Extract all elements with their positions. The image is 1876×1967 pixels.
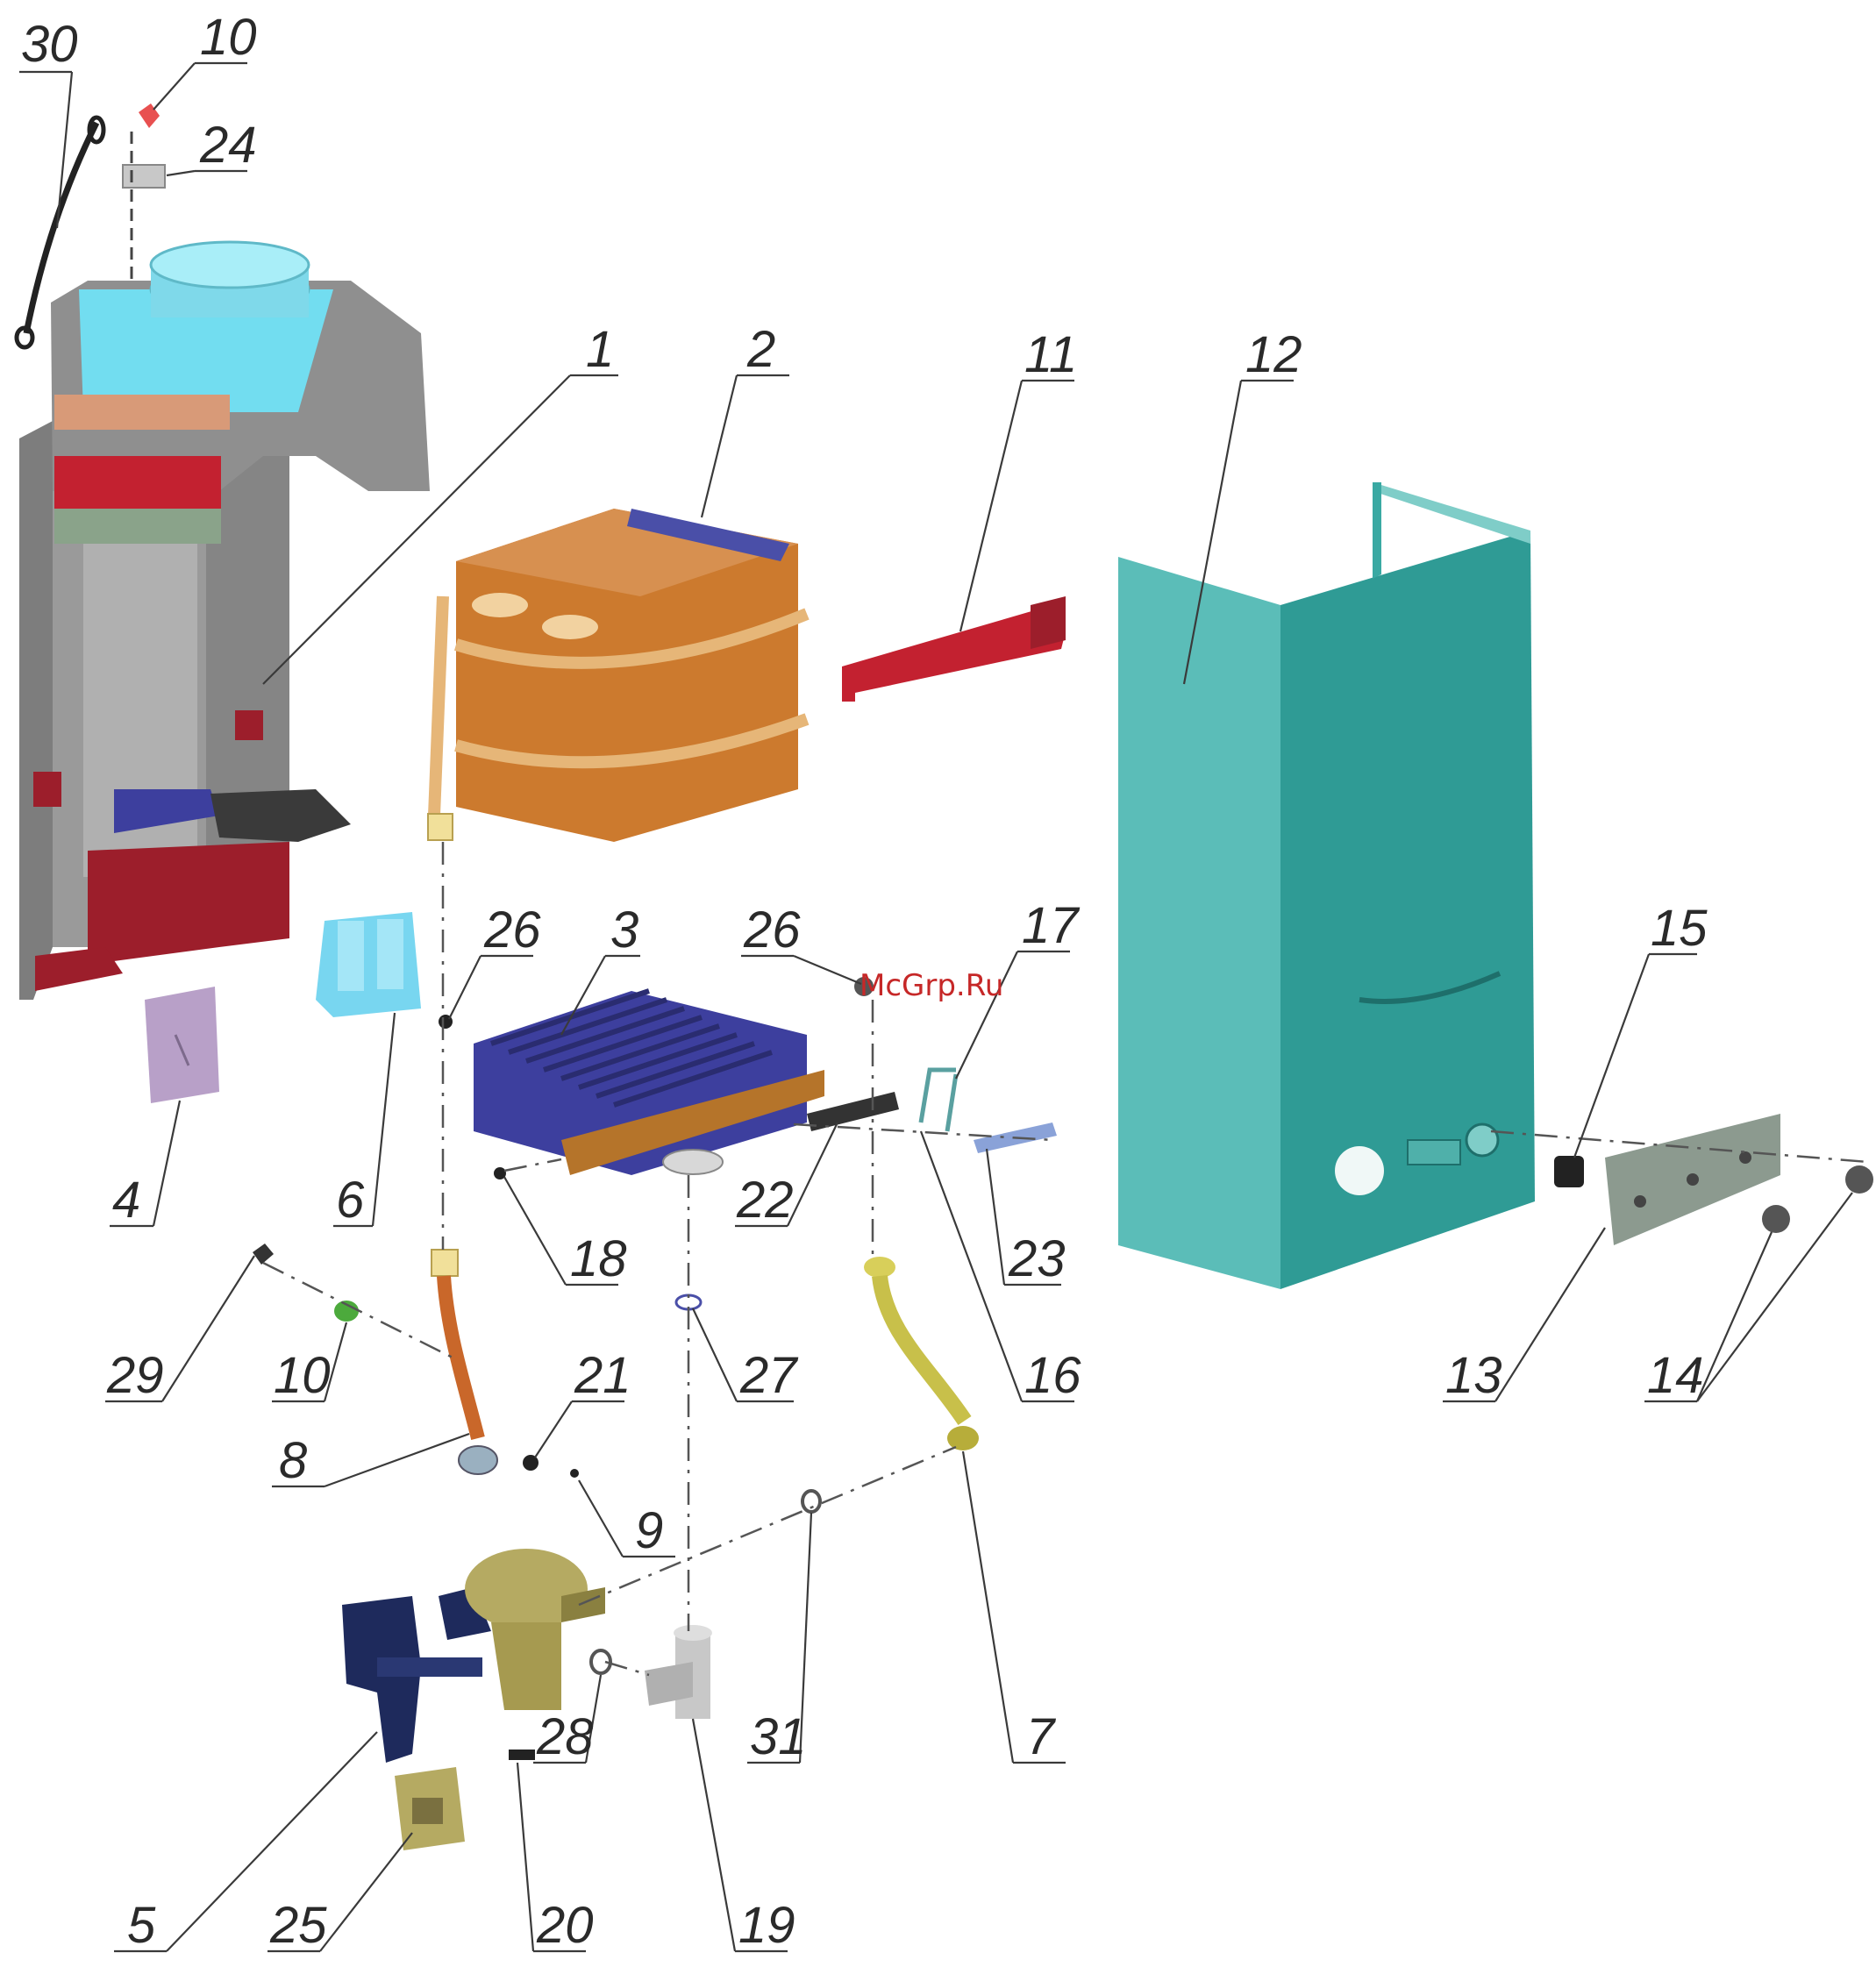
callout-1: 1 [586, 321, 614, 378]
callout-21: 21 [574, 1347, 631, 1404]
callout-14: 14 [1647, 1347, 1704, 1404]
part-11-red-bracket [842, 596, 1066, 702]
part-2-heat-exchanger [428, 509, 807, 842]
callout-28: 28 [536, 1708, 594, 1765]
callout-7: 7 [1026, 1708, 1057, 1765]
part-6-blue-block [316, 912, 421, 1017]
callout-16: 16 [1024, 1347, 1081, 1404]
part-15-knob [1554, 1156, 1584, 1187]
callout-23: 23 [1008, 1230, 1066, 1287]
callout-26-left: 26 [483, 902, 541, 959]
callout-2: 2 [746, 321, 775, 378]
part-22-electrode [807, 1092, 899, 1131]
callout-3: 3 [610, 902, 638, 959]
callout-8: 8 [279, 1432, 307, 1489]
callout-12: 12 [1245, 326, 1302, 383]
callout-10: 10 [200, 9, 257, 66]
callout-13: 13 [1445, 1347, 1502, 1404]
part-13-control-panel [1605, 1114, 1780, 1245]
callout-29: 29 [106, 1347, 164, 1404]
part-4-mauve-block [145, 987, 219, 1103]
callout-20: 20 [536, 1897, 594, 1954]
part-12-casing [1118, 482, 1535, 1289]
callout-6: 6 [336, 1172, 365, 1229]
part-3-burner [474, 991, 824, 1175]
part-25-solenoid [395, 1767, 465, 1850]
callout-26-right: 26 [743, 902, 801, 959]
assembly-axes [263, 842, 1868, 1675]
callout-10-green: 10 [274, 1347, 331, 1404]
part-9-screw [570, 1469, 579, 1478]
part-5-water-valve [342, 1587, 491, 1763]
callout-5: 5 [127, 1897, 156, 1954]
part-16-17-electrodes [921, 1070, 956, 1131]
callout-4: 4 [112, 1172, 140, 1229]
callout-27: 27 [739, 1347, 799, 1404]
part-14-knob-left [1762, 1205, 1790, 1233]
callout-22: 22 [736, 1172, 794, 1229]
part-29-clip [253, 1244, 274, 1265]
callout-24: 24 [199, 117, 257, 174]
part-14-knob-right [1845, 1165, 1873, 1194]
part-8-pipe [432, 1250, 497, 1474]
callout-11: 11 [1024, 326, 1077, 383]
part-7-pipe [864, 1257, 979, 1450]
watermark: McGrp.Ru [860, 968, 1003, 1003]
callout-15: 15 [1651, 900, 1708, 957]
callout-30: 30 [21, 16, 78, 73]
part-1-frame-and-hood [19, 242, 430, 1000]
callout-18: 18 [570, 1230, 627, 1287]
callout-25: 25 [269, 1897, 327, 1954]
callout-19: 19 [738, 1897, 795, 1954]
callout-31: 31 [750, 1708, 807, 1765]
callout-17: 17 [1022, 897, 1081, 954]
callout-9: 9 [635, 1502, 663, 1559]
part-19-fitting [645, 1625, 712, 1719]
